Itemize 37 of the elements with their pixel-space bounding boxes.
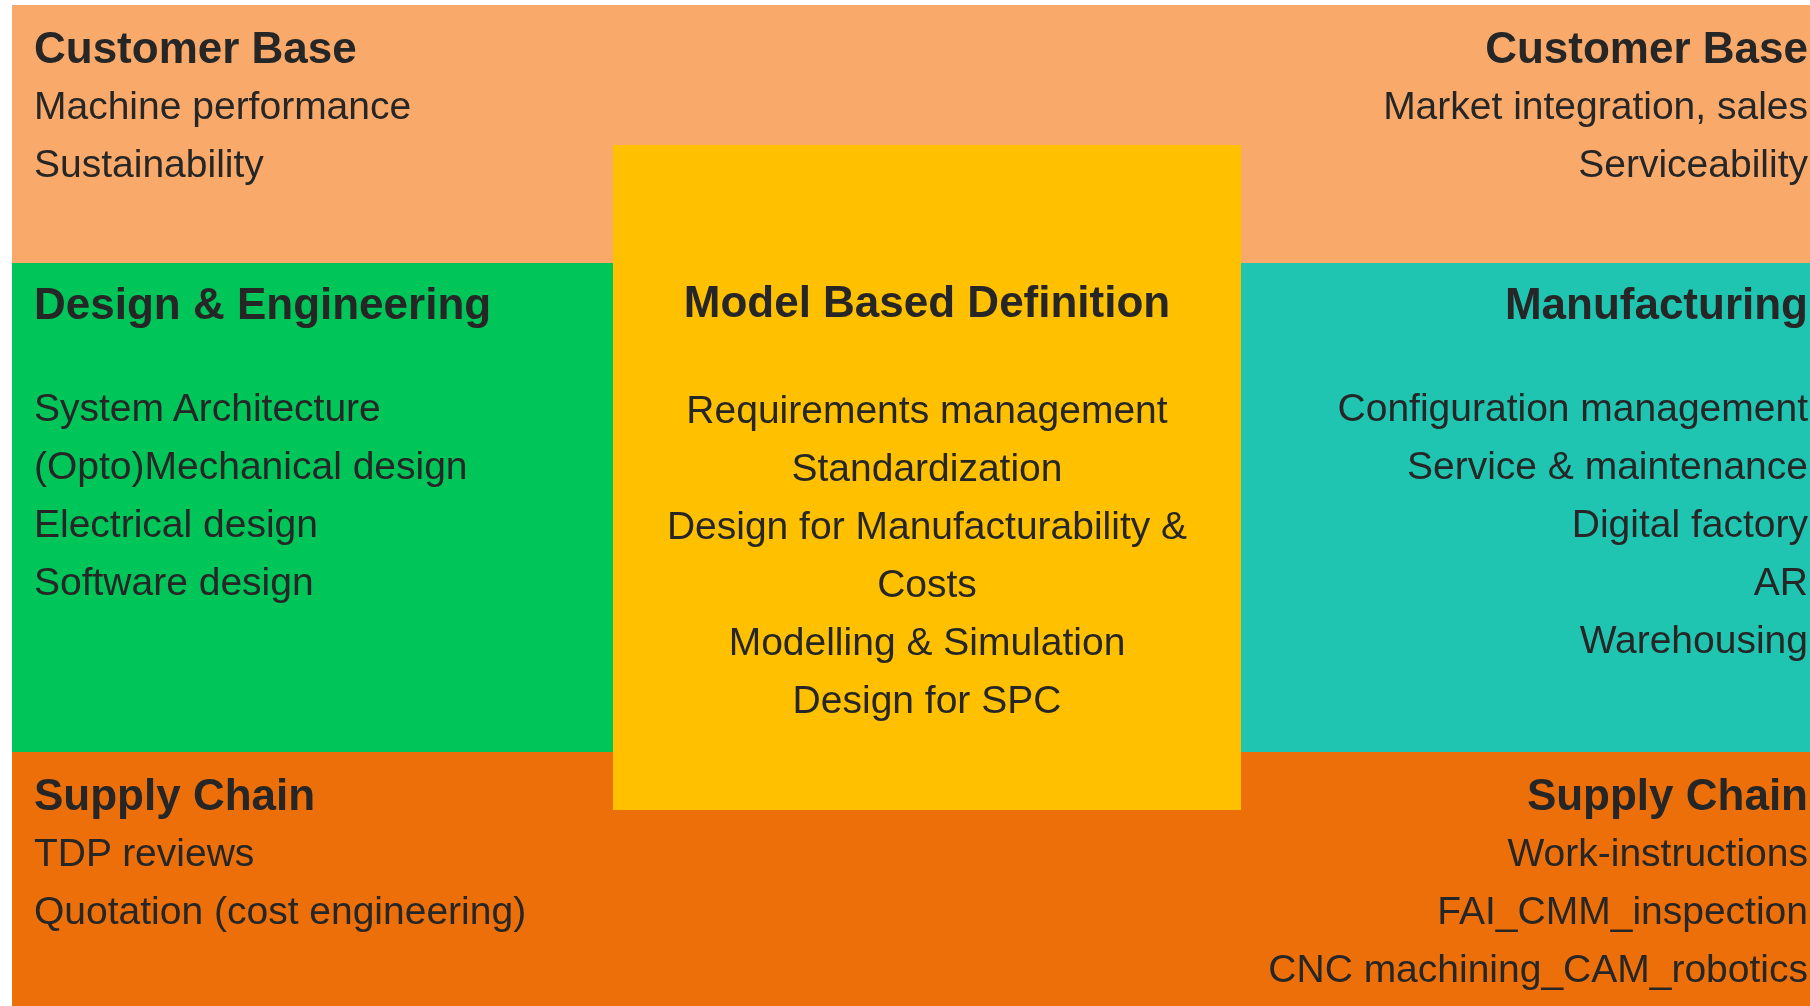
list-item: Warehousing xyxy=(1579,617,1808,663)
list-item: Configuration management xyxy=(1337,385,1808,431)
list-item: Sustainability xyxy=(34,141,264,187)
list-item: AR xyxy=(1753,559,1808,605)
list-item: Work-instructions xyxy=(1507,830,1808,876)
section-panel xyxy=(12,263,613,752)
list-item: Design for SPC xyxy=(792,677,1062,723)
list-item: TDP reviews xyxy=(34,830,255,876)
list-item: FAI_CMM_inspection xyxy=(1437,888,1808,934)
section-panel xyxy=(613,5,1241,1006)
list-item: CNC machining_CAM_robotics xyxy=(1268,946,1808,992)
section-heading: Customer Base xyxy=(1485,22,1808,74)
section-heading: Customer Base xyxy=(34,22,357,74)
list-item: Serviceability xyxy=(1578,141,1808,187)
section-heading: Design & Engineering xyxy=(34,278,492,330)
section-panel xyxy=(1241,263,1810,752)
section-heading: Supply Chain xyxy=(1526,769,1808,821)
section-heading: Supply Chain xyxy=(34,769,316,821)
list-item: Machine performance xyxy=(34,83,412,129)
list-item: Quotation (cost engineering) xyxy=(34,888,527,934)
section-heading: Manufacturing xyxy=(1504,278,1808,330)
list-item: Standardization xyxy=(791,445,1063,491)
list-item: Digital factory xyxy=(1571,501,1808,547)
list-item: Software design xyxy=(34,559,314,605)
list-item: Modelling & Simulation xyxy=(728,619,1126,665)
color-band xyxy=(12,752,613,1006)
list-item: Design for Manufacturability & Costs xyxy=(665,503,1189,607)
color-band xyxy=(1241,752,1810,1006)
color-band xyxy=(1241,5,1810,263)
section-heading: Model Based Definition xyxy=(683,276,1171,328)
list-item: System Architecture xyxy=(34,385,381,431)
list-item: Market integration, sales xyxy=(1383,83,1808,129)
color-band xyxy=(12,5,613,263)
list-item: Electrical design xyxy=(34,501,318,547)
list-item: Service & maintenance xyxy=(1406,443,1808,489)
list-item: (Opto)Mechanical design xyxy=(34,443,468,489)
list-item: Requirements management xyxy=(686,387,1168,433)
